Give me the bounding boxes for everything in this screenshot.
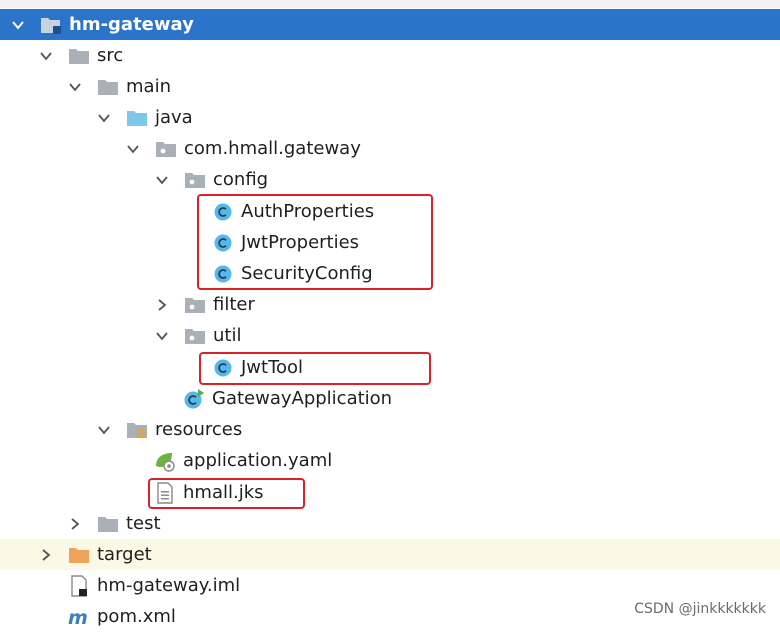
highlight-box-hmall-jks [148, 478, 305, 509]
svg-text:m: m [68, 607, 88, 627]
excluded-folder-icon [68, 545, 90, 565]
watermark: CSDN @jinkkkkkkk [634, 601, 766, 617]
chevron-down-icon[interactable] [154, 172, 170, 188]
tree-node-label: com.hmall.gateway [184, 138, 361, 159]
tree-node-label: application.yaml [183, 450, 333, 471]
tree-node-label: SecurityConfig [241, 263, 373, 284]
tree-node-label: filter [213, 294, 255, 315]
tree-node-security-config[interactable]: SecurityConfig [0, 258, 780, 289]
tree-node-label: hmall.jks [183, 482, 264, 503]
tree-node-hm-gateway[interactable]: hm-gateway [0, 9, 780, 40]
tree-node-label: JwtProperties [241, 232, 360, 253]
tree-node-label: src [97, 45, 124, 66]
tree-node-config[interactable]: config [0, 164, 780, 195]
highlight-box-jwt-tool [199, 352, 431, 385]
resources-folder-icon [126, 420, 148, 440]
tree-node-label: main [126, 76, 171, 97]
tree-node-pom[interactable]: m pom.xml [0, 601, 780, 632]
folder-icon [68, 46, 90, 66]
source-folder-icon [126, 108, 148, 128]
tree-node-gateway-application[interactable]: GatewayApplication [0, 383, 780, 414]
chevron-right-icon[interactable] [67, 516, 83, 532]
tree-node-label: test [126, 513, 161, 534]
tree-node-label: hm-gateway.iml [97, 575, 241, 596]
tree-node-package[interactable]: com.hmall.gateway [0, 133, 780, 164]
tree-node-label: java [155, 107, 193, 128]
tree-node-label: pom.xml [97, 606, 176, 627]
tree-node-jwt-tool[interactable]: JwtTool [0, 352, 780, 383]
tree-node-util[interactable]: util [0, 320, 780, 351]
chevron-down-icon[interactable] [96, 422, 112, 438]
file-icon [154, 481, 176, 504]
tree-node-hmall-jks[interactable]: hmall.jks [0, 477, 780, 508]
tree-node-label: hm-gateway [69, 14, 194, 35]
window-top-edge [0, 0, 780, 8]
tree-node-filter[interactable]: filter [0, 289, 780, 320]
module-folder-icon [40, 15, 62, 35]
tree-node-label: util [213, 325, 242, 346]
package-icon [155, 139, 177, 159]
class-icon [212, 233, 234, 253]
class-icon [212, 358, 234, 378]
chevron-right-icon[interactable] [154, 297, 170, 313]
tree-node-label: target [97, 544, 152, 565]
maven-icon: m [68, 607, 90, 627]
chevron-down-icon[interactable] [125, 141, 141, 157]
tree-node-src[interactable]: src [0, 40, 780, 71]
tree-node-label: config [213, 169, 269, 190]
chevron-right-icon[interactable] [38, 547, 54, 563]
tree-node-iml[interactable]: hm-gateway.iml [0, 570, 780, 601]
tree-node-resources[interactable]: resources [0, 414, 780, 445]
tree-node-java[interactable]: java [0, 102, 780, 133]
chevron-down-icon[interactable] [96, 110, 112, 126]
chevron-down-icon[interactable] [38, 48, 54, 64]
folder-icon [97, 514, 119, 534]
tree-node-main[interactable]: main [0, 71, 780, 102]
class-icon [212, 264, 234, 284]
spring-boot-class-icon [183, 388, 205, 409]
class-icon [212, 202, 234, 222]
tree-node-application-yaml[interactable]: application.yaml [0, 445, 780, 476]
package-icon [184, 170, 206, 190]
chevron-down-icon[interactable] [154, 328, 170, 344]
package-icon [184, 326, 206, 346]
tree-node-jwt-properties[interactable]: JwtProperties [0, 227, 780, 258]
chevron-down-icon[interactable] [67, 79, 83, 95]
tree-node-label: JwtTool [241, 357, 304, 378]
tree-node-label: GatewayApplication [212, 388, 393, 409]
tree-node-test[interactable]: test [0, 508, 780, 539]
chevron-down-icon[interactable] [10, 17, 26, 33]
tree-node-label: resources [155, 419, 243, 440]
package-icon [184, 295, 206, 315]
highlight-box-config-classes [197, 194, 433, 290]
spring-config-icon [154, 451, 176, 472]
tree-node-label: AuthProperties [241, 201, 375, 222]
module-file-icon [68, 574, 90, 597]
tree-node-target[interactable]: target [0, 539, 780, 570]
folder-icon [97, 77, 119, 97]
tree-node-auth-properties[interactable]: AuthProperties [0, 196, 780, 227]
